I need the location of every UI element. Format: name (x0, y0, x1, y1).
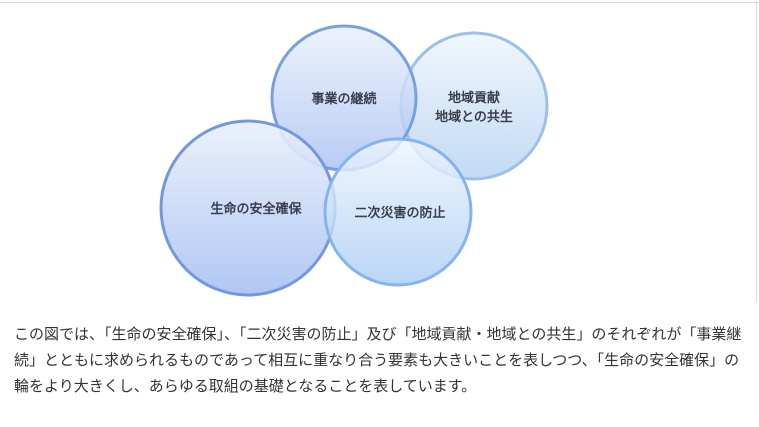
overlap-diagram: 事業の継続 地域貢献 地域との共生 生命の安全確保 二次災害の防止 (159, 24, 549, 297)
top-border (0, 2, 759, 3)
regional-contribution-label-line2: 地域との共生 (435, 109, 513, 125)
diagram-caption: この図では、「生命の安全確保」、「二次災害の防止」及び「地域貢献・地域との共生」… (14, 325, 742, 395)
life-safety-label: 生命の安全確保 (210, 201, 302, 217)
secondary-disaster-circle (323, 137, 473, 287)
right-border (756, 2, 757, 302)
business-continuity-label: 事業の継続 (311, 91, 376, 107)
secondary-disaster-label: 二次災害の防止 (354, 205, 445, 221)
regional-contribution-label-line1: 地域貢献 (448, 90, 500, 106)
